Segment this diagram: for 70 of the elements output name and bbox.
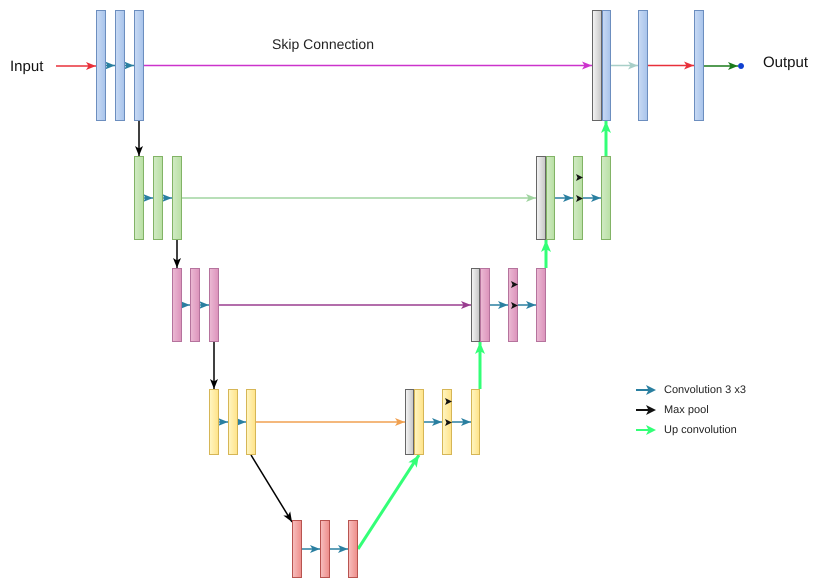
edge-label: Skip Connection bbox=[270, 36, 376, 52]
feature-map-bar bbox=[405, 389, 414, 455]
feature-map-bar bbox=[602, 10, 611, 121]
feature-map-bar bbox=[536, 156, 546, 240]
arrow bbox=[124, 62, 134, 70]
arrow bbox=[56, 62, 96, 70]
feature-map-bar bbox=[134, 10, 144, 121]
feature-map-bar bbox=[115, 10, 125, 121]
node-label: Input bbox=[10, 58, 44, 74]
legend-label: Max pool bbox=[664, 404, 709, 416]
arrow bbox=[583, 194, 601, 202]
arrow bbox=[180, 301, 190, 309]
feature-map-bar bbox=[536, 268, 546, 342]
feature-map-bar bbox=[134, 156, 144, 240]
arrow bbox=[143, 194, 153, 202]
arrow bbox=[648, 62, 694, 70]
feature-map-bar bbox=[601, 156, 611, 240]
arrow bbox=[601, 121, 611, 156]
feature-map-bar bbox=[153, 156, 163, 240]
feature-map-bar bbox=[292, 520, 302, 578]
feature-map-bar bbox=[190, 268, 200, 342]
arrow bbox=[219, 301, 471, 309]
arrow bbox=[490, 301, 508, 309]
arrow bbox=[555, 194, 573, 202]
feature-map-bar bbox=[573, 156, 583, 240]
arrow bbox=[330, 545, 348, 553]
feature-map-bar bbox=[471, 268, 480, 342]
arrow bbox=[611, 62, 638, 70]
arrow bbox=[162, 194, 172, 202]
arrow bbox=[541, 240, 551, 268]
feature-map-bar bbox=[638, 10, 648, 121]
arrow bbox=[210, 342, 218, 389]
arrow bbox=[199, 301, 209, 309]
legend-label: Convolution 3 x3 bbox=[664, 384, 746, 396]
arrow bbox=[424, 418, 442, 426]
feature-map-bar bbox=[209, 389, 219, 455]
arrow bbox=[182, 194, 536, 202]
arrow bbox=[236, 418, 246, 426]
feature-map-bar bbox=[414, 389, 424, 455]
feature-map-bar bbox=[508, 268, 518, 342]
arrow bbox=[218, 418, 228, 426]
arrow bbox=[356, 454, 420, 550]
arrow bbox=[105, 62, 115, 70]
arrow bbox=[475, 342, 485, 389]
arrow bbox=[302, 545, 320, 553]
feature-map-bar bbox=[471, 389, 480, 455]
feature-map-bar bbox=[694, 10, 704, 121]
feature-map-bar bbox=[546, 156, 555, 240]
feature-map-bar bbox=[209, 268, 219, 342]
arrow bbox=[135, 121, 143, 156]
feature-map-bar bbox=[246, 389, 256, 455]
arrow bbox=[256, 418, 405, 426]
feature-map-bar bbox=[442, 389, 452, 455]
node-caption: Output bbox=[763, 54, 808, 71]
arrow bbox=[518, 301, 536, 309]
output-dot bbox=[738, 63, 744, 69]
legend-label: Up convolution bbox=[664, 424, 737, 436]
arrow bbox=[250, 454, 293, 522]
feature-map-bar bbox=[348, 520, 358, 578]
arrow bbox=[173, 240, 181, 268]
feature-map-bar bbox=[96, 10, 106, 121]
feature-map-bar bbox=[172, 268, 182, 342]
feature-map-bar bbox=[172, 156, 182, 240]
feature-map-bar bbox=[592, 10, 602, 121]
arrow bbox=[144, 62, 592, 70]
feature-map-bar bbox=[228, 389, 238, 455]
arrow bbox=[704, 62, 738, 70]
feature-map-bar bbox=[480, 268, 490, 342]
feature-map-bar bbox=[320, 520, 330, 578]
arrow bbox=[452, 418, 471, 426]
